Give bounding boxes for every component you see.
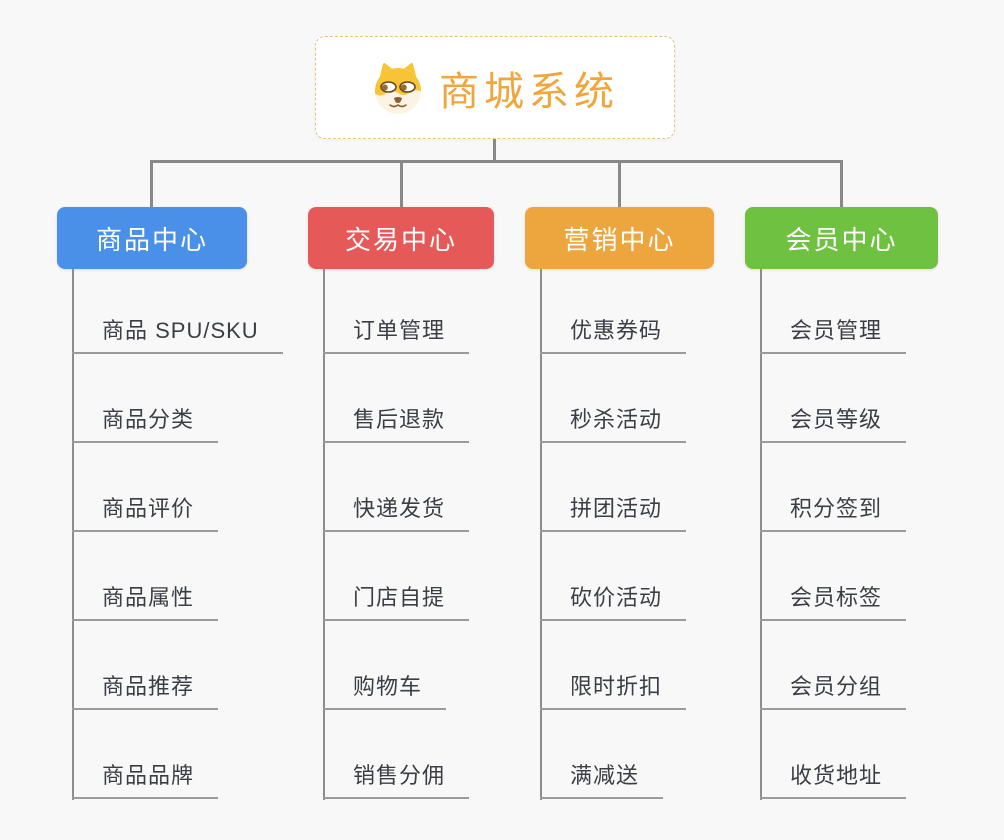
leaf-node[interactable]: 快递发货 [323, 496, 470, 532]
branch-node-members[interactable]: 会员中心 [745, 207, 938, 269]
trunk-line-2 [323, 269, 325, 800]
leaf-node[interactable]: 售后退款 [323, 407, 470, 443]
branch-node-trade[interactable]: 交易中心 [308, 207, 494, 269]
connector-stub-4 [840, 160, 843, 208]
leaf-node[interactable]: 拼团活动 [540, 496, 687, 532]
root-node[interactable]: 商城系统 [315, 36, 675, 139]
leaf-node[interactable]: 会员标签 [760, 585, 907, 621]
leaf-node[interactable]: 订单管理 [323, 318, 470, 354]
leaf-node[interactable]: 商品属性 [72, 585, 219, 621]
connector-root-stub [493, 139, 496, 162]
dog-face-icon [375, 62, 421, 114]
leaf-node[interactable]: 满减送 [540, 763, 664, 799]
leaf-node[interactable]: 商品 SPU/SKU [72, 318, 283, 354]
leaf-node[interactable]: 限时折扣 [540, 674, 687, 710]
leaf-node[interactable]: 商品推荐 [72, 674, 219, 710]
leaf-node[interactable]: 优惠券码 [540, 318, 687, 354]
leaf-node[interactable]: 商品品牌 [72, 763, 219, 799]
connector-stub-2 [400, 160, 403, 208]
leaf-node[interactable]: 砍价活动 [540, 585, 687, 621]
connector-stub-3 [618, 160, 621, 208]
branch-node-products[interactable]: 商品中心 [57, 207, 247, 269]
leaf-node[interactable]: 门店自提 [323, 585, 470, 621]
leaf-node[interactable]: 购物车 [323, 674, 447, 710]
connector-bus [150, 160, 843, 163]
leaf-node[interactable]: 会员管理 [760, 318, 907, 354]
trunk-line-4 [760, 269, 762, 800]
leaf-node[interactable]: 收货地址 [760, 763, 907, 799]
leaf-node[interactable]: 商品评价 [72, 496, 219, 532]
leaf-node[interactable]: 销售分佣 [323, 763, 470, 799]
root-title: 商城系统 [439, 69, 619, 114]
trunk-line-1 [72, 269, 74, 800]
leaf-node[interactable]: 秒杀活动 [540, 407, 687, 443]
leaf-node[interactable]: 积分签到 [760, 496, 907, 532]
leaf-node[interactable]: 会员等级 [760, 407, 907, 443]
leaf-node[interactable]: 会员分组 [760, 674, 907, 710]
connector-stub-1 [150, 160, 153, 208]
leaf-node[interactable]: 商品分类 [72, 407, 219, 443]
branch-node-marketing[interactable]: 营销中心 [525, 207, 714, 269]
trunk-line-3 [540, 269, 542, 800]
